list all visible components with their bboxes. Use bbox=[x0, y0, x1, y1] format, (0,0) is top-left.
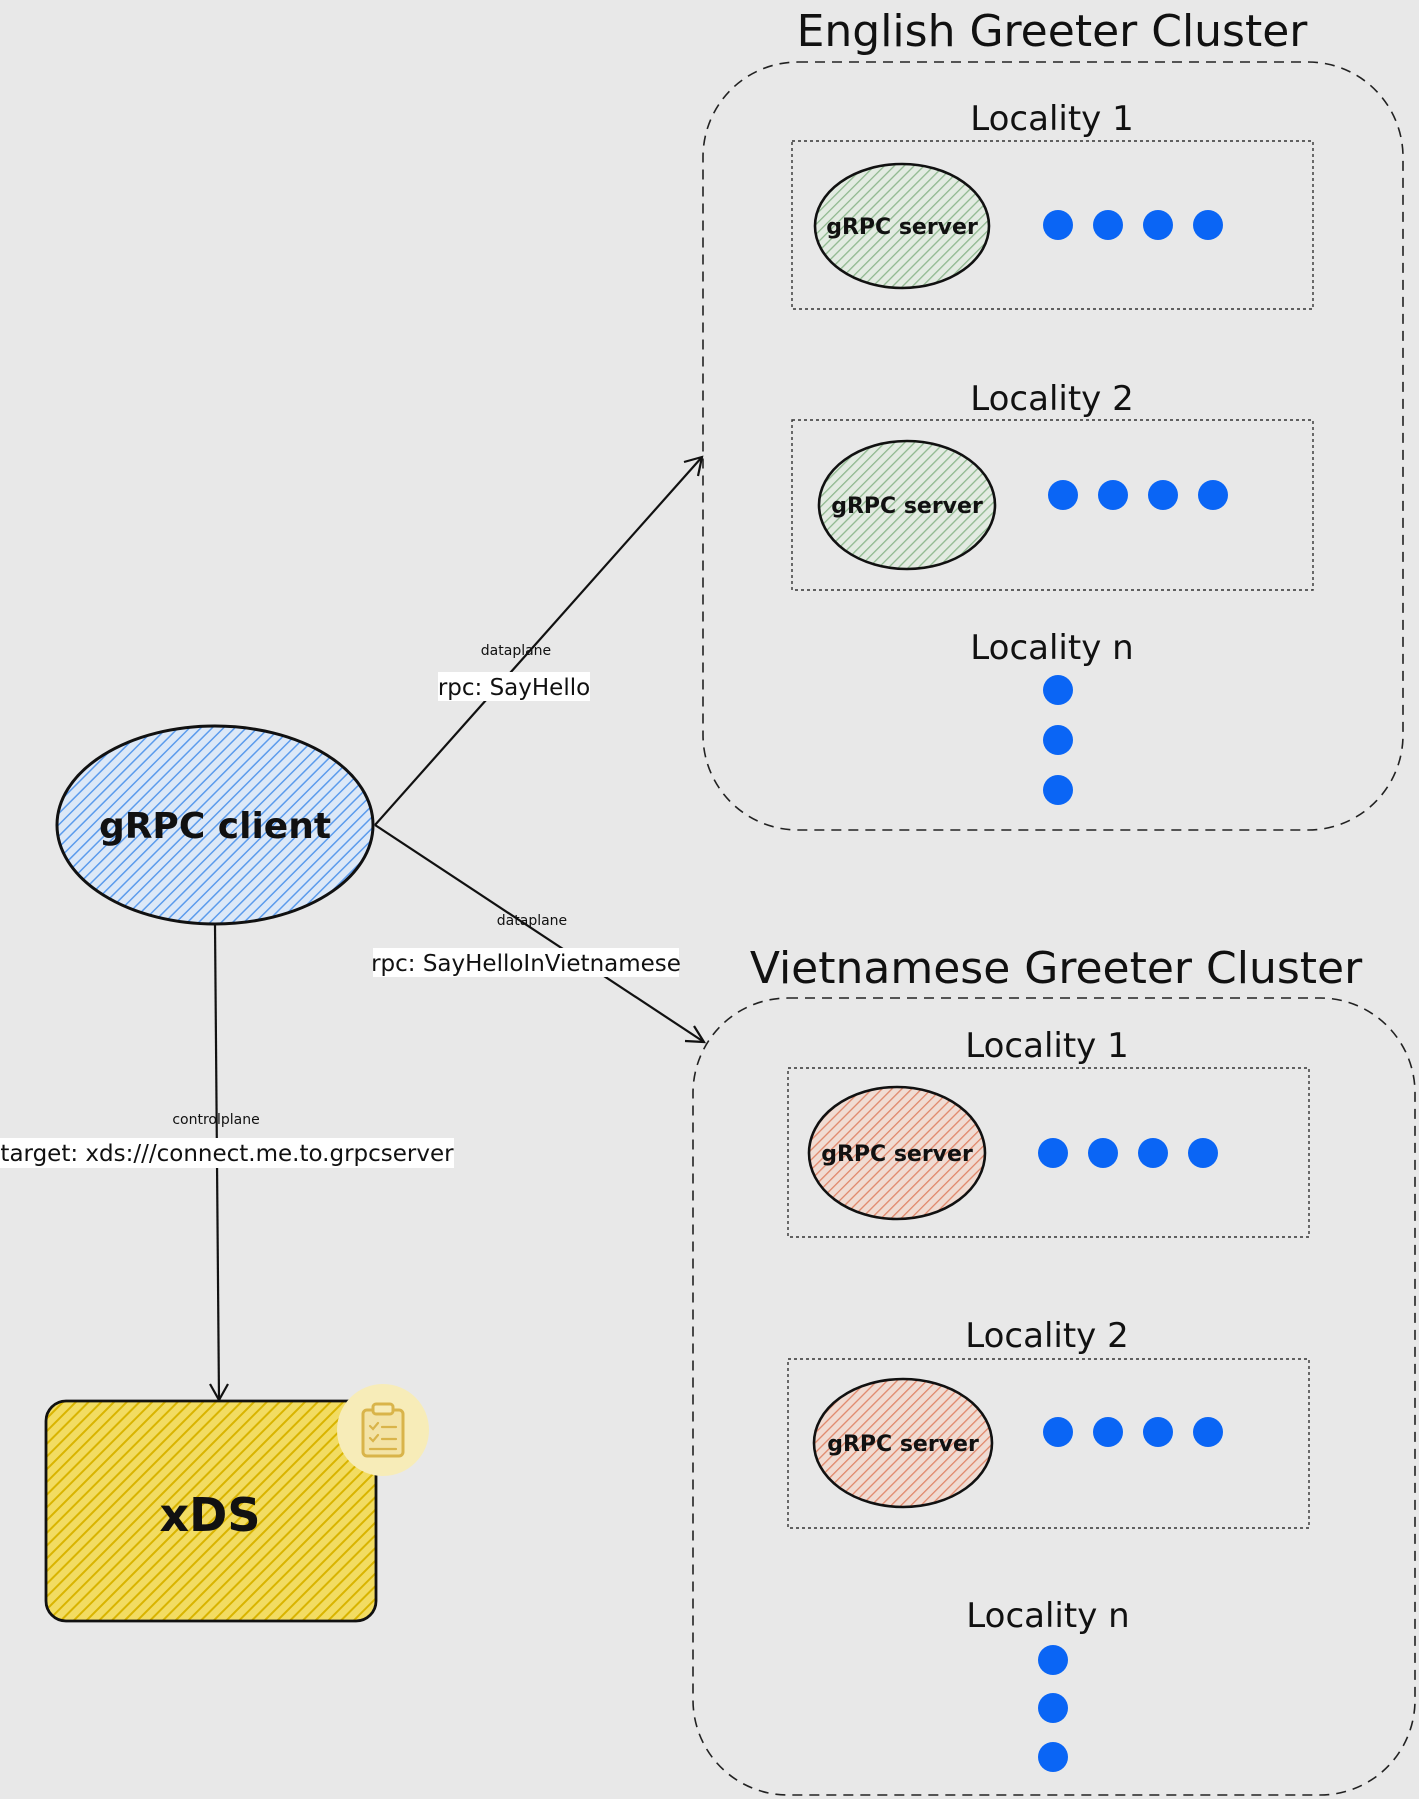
label-background bbox=[0, 1138, 454, 1168]
edge-plane-label: controlplane bbox=[172, 1112, 259, 1128]
arrow-head bbox=[683, 455, 704, 477]
english-locality-1: Locality 1 gRPC server bbox=[791, 99, 1314, 310]
instance-dot bbox=[1043, 725, 1073, 755]
instance-dot bbox=[1088, 1138, 1118, 1168]
instance-dot bbox=[1038, 1742, 1068, 1772]
locality-box bbox=[787, 1358, 1310, 1529]
instance-dot bbox=[1038, 1138, 1068, 1168]
vietnamese-cluster-title: Vietnamese Greeter Cluster bbox=[750, 943, 1363, 994]
locality-label: Locality 2 bbox=[970, 379, 1133, 419]
locality-box bbox=[791, 140, 1314, 310]
edge-rpc-label: rpc: SayHelloInVietnamese bbox=[371, 951, 681, 977]
instance-dot bbox=[1188, 1138, 1218, 1168]
edge-target-label: target: xds:///connect.me.to.grpcserver bbox=[0, 1141, 454, 1167]
edge-controlplane: controlplane target: xds:///connect.me.t… bbox=[0, 924, 454, 1403]
instance-dot bbox=[1143, 1417, 1173, 1447]
instance-dot bbox=[1093, 210, 1123, 240]
grpc-server-node bbox=[807, 1085, 987, 1221]
instance-dot bbox=[1198, 480, 1228, 510]
locality-label: Locality 1 bbox=[970, 99, 1133, 139]
instance-dot bbox=[1043, 775, 1073, 805]
grpc-server-label: gRPC server bbox=[821, 1142, 973, 1167]
grpc-server-label: gRPC server bbox=[831, 494, 983, 519]
grpc-client-node: gRPC client bbox=[55, 724, 375, 926]
english-locality-n: Locality n bbox=[970, 628, 1134, 805]
xds-label: xDS bbox=[160, 1488, 261, 1542]
instance-dot bbox=[1043, 1417, 1073, 1447]
vietnamese-locality-n: Locality n bbox=[966, 1596, 1130, 1772]
english-cluster-title: English Greeter Cluster bbox=[797, 6, 1309, 57]
instance-dot bbox=[1148, 480, 1178, 510]
locality-label: Locality n bbox=[970, 628, 1133, 668]
english-locality-2: Locality 2 gRPC server bbox=[791, 379, 1314, 591]
instance-dot bbox=[1043, 675, 1073, 705]
arrow-line bbox=[374, 456, 703, 826]
grpc-server-node bbox=[812, 1377, 994, 1509]
english-cluster-boundary bbox=[702, 61, 1404, 831]
instance-dot bbox=[1043, 210, 1073, 240]
instance-dot bbox=[1193, 210, 1223, 240]
grpc-server-node bbox=[813, 162, 991, 290]
instance-dot bbox=[1038, 1693, 1068, 1723]
vietnamese-cluster-boundary bbox=[692, 997, 1416, 1796]
english-cluster: English Greeter Cluster Locality 1 gRPC … bbox=[702, 6, 1404, 831]
edge-english-dataplane: dataplane rpc: SayHello bbox=[374, 455, 704, 826]
label-background bbox=[438, 672, 590, 701]
arrow-head bbox=[684, 1025, 707, 1044]
grpc-server-label: gRPC server bbox=[826, 215, 978, 240]
instance-dot bbox=[1048, 480, 1078, 510]
label-background bbox=[373, 948, 679, 977]
locality-box bbox=[791, 419, 1314, 591]
grpc-server-label: gRPC server bbox=[827, 1432, 979, 1457]
vietnamese-locality-2: Locality 2 gRPC server bbox=[787, 1316, 1310, 1529]
instance-dot bbox=[1193, 1417, 1223, 1447]
xds-shape bbox=[44, 1399, 378, 1623]
locality-label: Locality n bbox=[966, 1596, 1129, 1636]
edge-vietnamese-dataplane: dataplane rpc: SayHelloInVietnamese bbox=[371, 824, 707, 1044]
edge-plane-label: dataplane bbox=[481, 643, 551, 659]
grpc-client-label: gRPC client bbox=[99, 806, 331, 847]
edge-rpc-label: rpc: SayHello bbox=[438, 675, 590, 701]
instance-dot bbox=[1093, 1417, 1123, 1447]
edge-plane-label: dataplane bbox=[497, 913, 567, 929]
vietnamese-locality-1: Locality 1 gRPC server bbox=[787, 1026, 1310, 1238]
grpc-client-shape bbox=[55, 724, 375, 926]
instance-dot bbox=[1038, 1645, 1068, 1675]
locality-box bbox=[787, 1067, 1310, 1238]
instance-dot bbox=[1143, 210, 1173, 240]
locality-label: Locality 2 bbox=[965, 1316, 1128, 1356]
xds-node: xDS bbox=[44, 1384, 429, 1623]
grpc-server-node bbox=[817, 439, 997, 571]
clipboard-icon bbox=[337, 1384, 429, 1476]
instance-dot bbox=[1098, 480, 1128, 510]
arrow-line bbox=[374, 824, 705, 1043]
vietnamese-cluster: Vietnamese Greeter Cluster Locality 1 gR… bbox=[692, 943, 1416, 1796]
instance-dot bbox=[1138, 1138, 1168, 1168]
locality-label: Locality 1 bbox=[965, 1026, 1128, 1066]
